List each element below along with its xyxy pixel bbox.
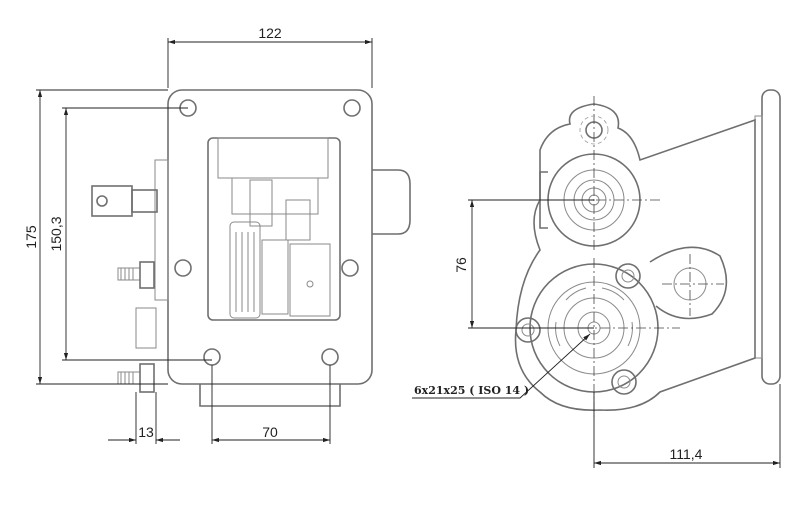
output-shaft xyxy=(91,185,133,217)
side-flange xyxy=(761,89,781,385)
side-dimensions: 76 111,4 6x21x25 ( ISO 14 ) xyxy=(412,199,781,468)
bolt xyxy=(611,369,637,395)
dim-height-holes: 150,3 xyxy=(48,216,64,251)
stud-upper xyxy=(117,261,155,289)
mount-hole xyxy=(174,259,192,277)
front-dimensions: 122 175 150,3 13 70 xyxy=(23,25,373,444)
side-boss xyxy=(649,246,728,320)
side-body xyxy=(154,159,169,301)
dim-depth: 111,4 xyxy=(670,446,703,462)
gear-mechanism xyxy=(217,137,331,319)
bolt xyxy=(515,317,541,343)
dim-holes-spacing: 70 xyxy=(262,424,278,440)
side-bracket xyxy=(135,307,157,349)
mount-hole xyxy=(321,348,339,366)
housing-outline xyxy=(514,103,756,411)
shaft-spec-leader xyxy=(412,333,591,399)
mount-hole xyxy=(341,259,359,277)
right-boss xyxy=(372,169,411,235)
front-view xyxy=(91,89,411,407)
shaft-spec-label: 6x21x25 ( ISO 14 ) xyxy=(414,384,529,397)
dim-height-total: 175 xyxy=(23,225,39,249)
bolt xyxy=(615,263,641,289)
flange-plate xyxy=(167,89,373,385)
mount-hole xyxy=(343,99,361,117)
dim-width-top: 122 xyxy=(258,25,282,41)
inspection-window xyxy=(207,137,341,321)
dim-shaft-distance: 76 xyxy=(453,257,469,273)
dim-offset-left: 13 xyxy=(138,424,154,440)
mount-hole xyxy=(203,348,221,366)
lower-housing xyxy=(199,384,341,407)
stud-lower xyxy=(117,363,155,393)
